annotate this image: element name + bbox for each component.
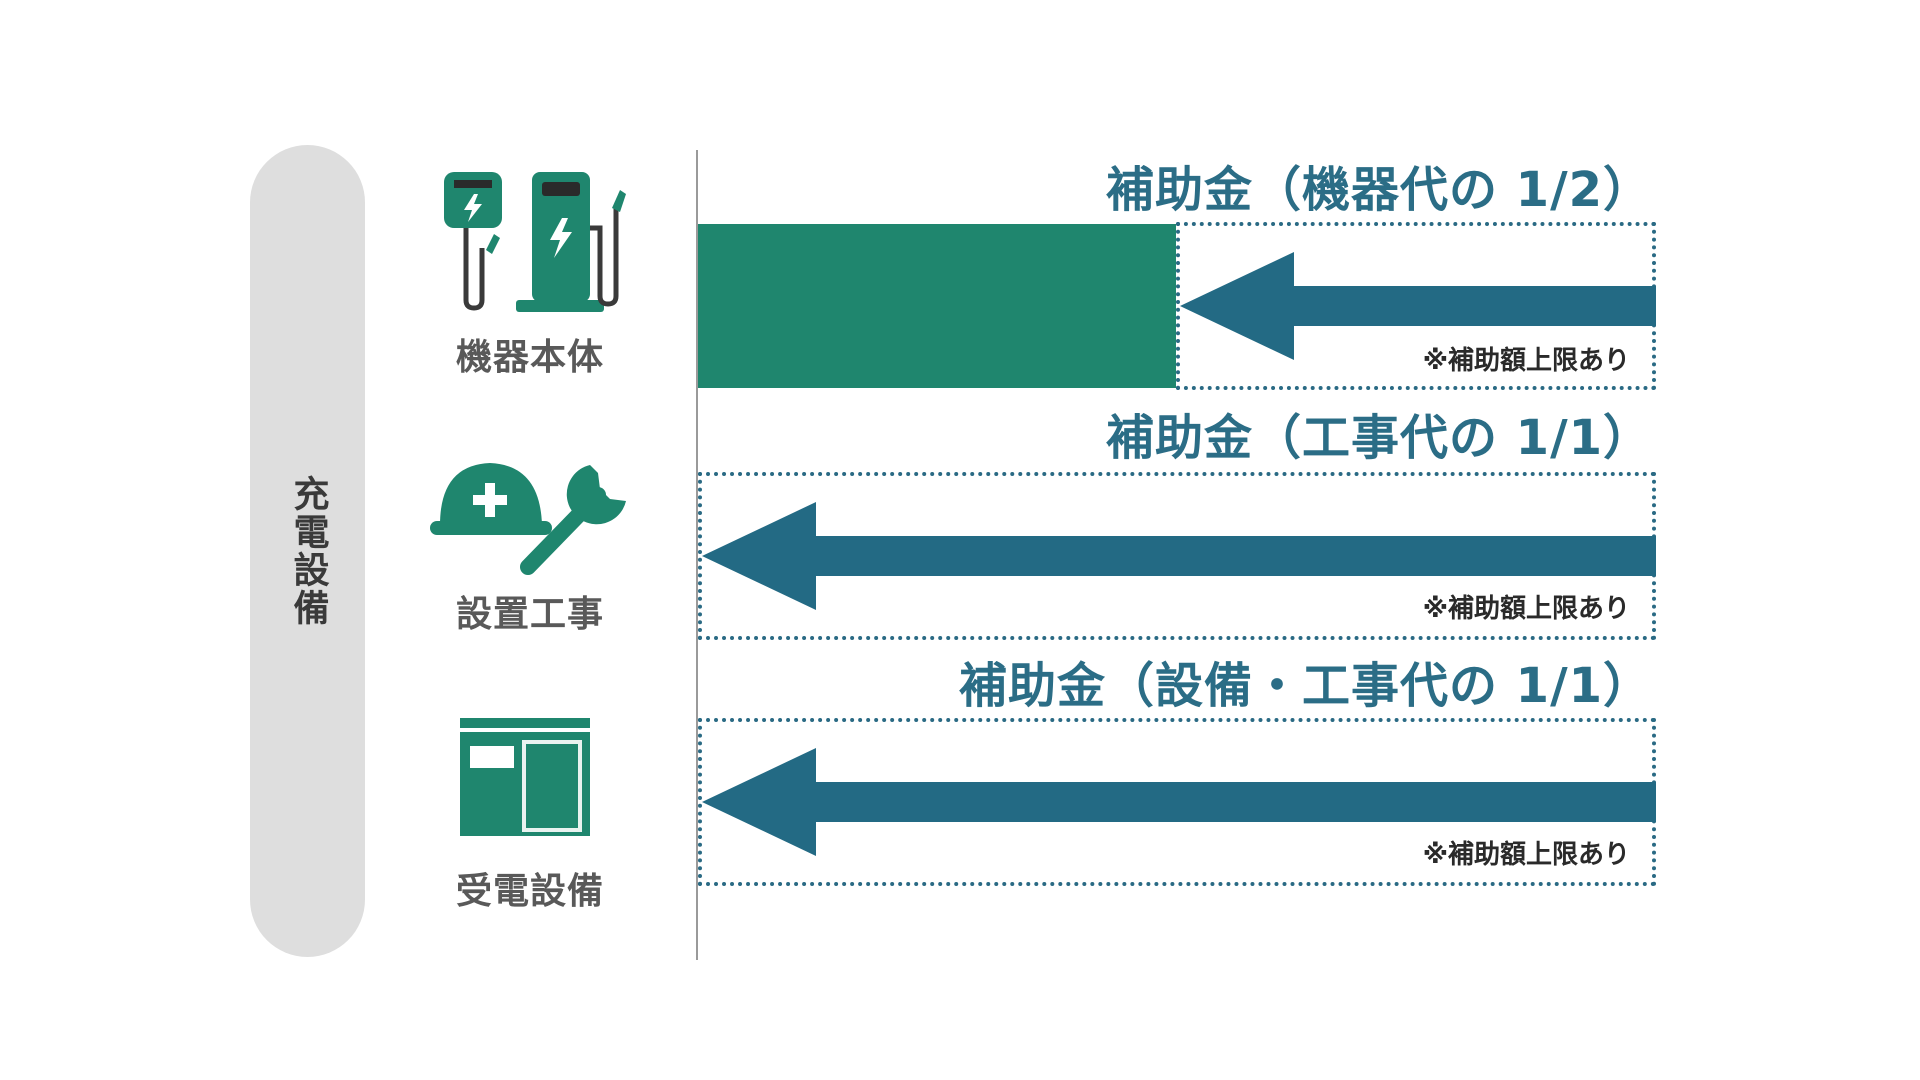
- category-label: 充電設備: [287, 475, 329, 627]
- row-3-label: 受電設備: [455, 871, 604, 912]
- row-1-icon-column: 機器本体: [420, 168, 640, 380]
- row-1-covered-bar: [698, 224, 1176, 388]
- row-3-icon-column: 受電設備: [420, 718, 640, 914]
- row-2-note: ※補助額上限あり: [1422, 594, 1630, 624]
- power-cabinet-icon: [460, 718, 590, 836]
- row-1-title: 補助金（機器代の 1/2）: [1105, 162, 1652, 218]
- row-2-label: 設置工事: [455, 594, 604, 635]
- row-3-title: 補助金（設備・工事代の 1/1）: [958, 658, 1652, 714]
- row-1-note: ※補助額上限あり: [1422, 346, 1630, 376]
- divider-line: [696, 150, 698, 960]
- row-1-label: 機器本体: [455, 337, 604, 378]
- hardhat-wrench-icon: [430, 463, 626, 575]
- row-1-arrow: [1180, 252, 1656, 360]
- row-3-note: ※補助額上限あり: [1422, 840, 1630, 870]
- row-3-arrow: [702, 748, 1656, 856]
- row-2-arrow: [702, 502, 1656, 610]
- ev-charger-icon: [444, 172, 626, 312]
- category-pill: 充電設備: [250, 145, 365, 957]
- row-2-icon-column: 設置工事: [420, 455, 640, 637]
- row-2-title: 補助金（工事代の 1/1）: [1105, 410, 1652, 466]
